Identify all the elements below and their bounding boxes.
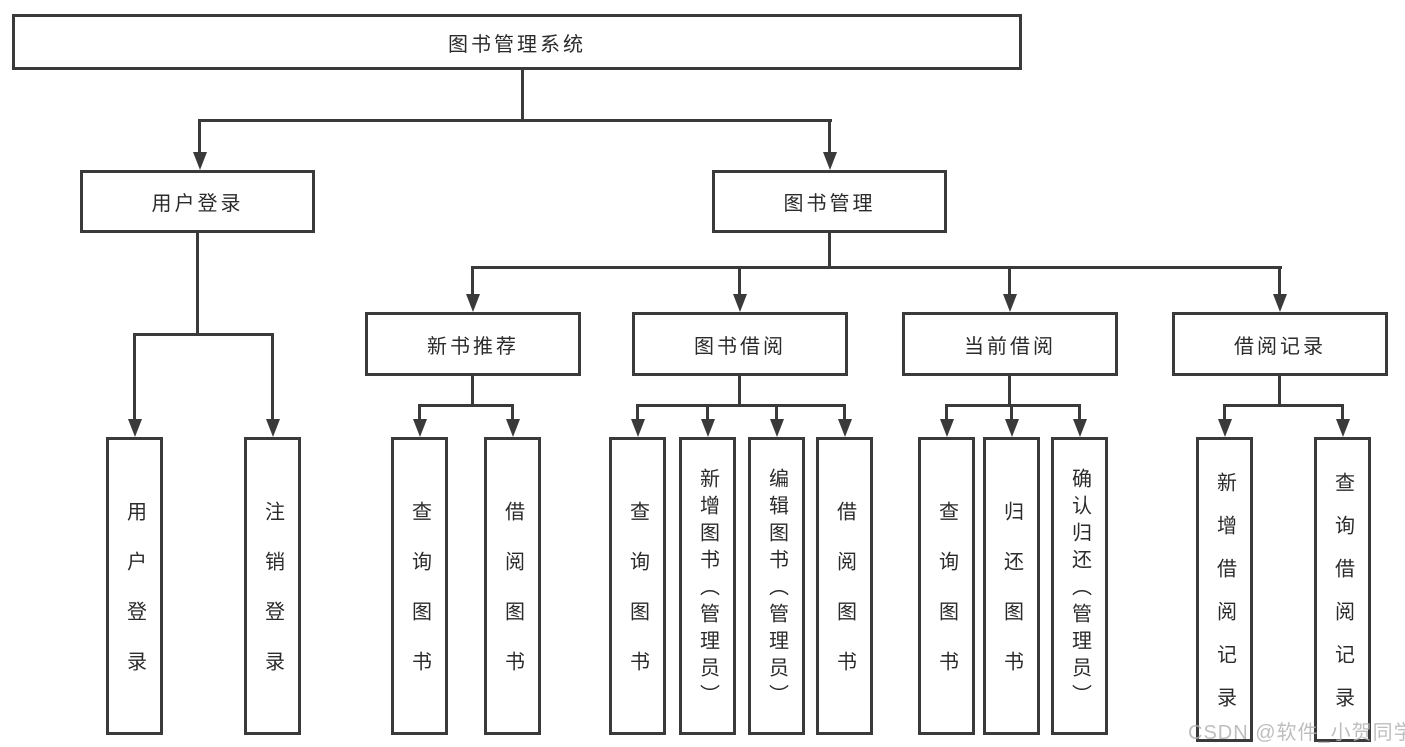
- leaf-label: 查询图书: [626, 501, 649, 701]
- leaf-borrow-books-recommend: 借阅图书: [484, 437, 541, 735]
- arrow-down-icon: [631, 419, 645, 437]
- leaf-label: 用户登录: [123, 501, 146, 701]
- node-library-management-system: 图书管理系统: [12, 14, 1022, 70]
- node-label: 新书推荐: [427, 335, 519, 358]
- arrow-down-icon: [128, 419, 142, 437]
- connector-line: [1008, 376, 1011, 404]
- leaf-user-login: 用户登录: [106, 437, 163, 735]
- node-current-borrowing: 当前借阅: [902, 312, 1118, 376]
- leaf-label: 查询借阅记录: [1331, 472, 1354, 730]
- node-label: 图书管理系统: [448, 33, 586, 56]
- leaf-label: 归还图书: [1000, 501, 1023, 701]
- node-label: 图书借阅: [694, 335, 786, 358]
- node-new-book-recommendation: 新书推荐: [365, 312, 581, 376]
- leaf-label: 新增借阅记录: [1213, 472, 1236, 730]
- connector-line: [198, 119, 201, 155]
- leaf-label: 查询图书: [408, 501, 431, 701]
- leaf-search-borrow-record: 查询借阅记录: [1314, 437, 1371, 742]
- arrow-down-icon: [733, 294, 747, 312]
- node-book-management: 图书管理: [712, 170, 947, 233]
- node-borrowing-records: 借阅记录: [1172, 312, 1388, 376]
- node-book-borrowing: 图书借阅: [632, 312, 848, 376]
- arrow-down-icon: [1073, 419, 1087, 437]
- arrow-down-icon: [506, 419, 520, 437]
- leaf-search-books-borrowing: 查询图书: [609, 437, 666, 735]
- connector-line: [1008, 266, 1011, 294]
- connector-line: [471, 266, 1282, 269]
- leaf-edit-book-admin: 编辑图书（管理员）: [748, 437, 805, 735]
- arrow-down-icon: [838, 419, 852, 437]
- connector-line: [133, 333, 136, 419]
- connector-line: [1223, 404, 1226, 419]
- node-label: 当前借阅: [964, 335, 1056, 358]
- connector-line: [198, 119, 832, 122]
- connector-line: [418, 404, 421, 419]
- connector-line: [828, 233, 831, 266]
- connector-line: [1223, 404, 1344, 407]
- leaf-add-borrow-record: 新增借阅记录: [1196, 437, 1253, 742]
- arrow-down-icon: [193, 152, 207, 170]
- connector-line: [1341, 404, 1344, 419]
- arrow-down-icon: [1218, 419, 1232, 437]
- arrow-down-icon: [1003, 294, 1017, 312]
- leaf-search-books-recommend: 查询图书: [391, 437, 448, 735]
- connector-line: [133, 333, 274, 336]
- connector-line: [843, 404, 846, 419]
- leaf-label: 借阅图书: [833, 501, 856, 701]
- leaf-label: 查询图书: [935, 501, 958, 701]
- leaf-label: 新增图书（管理员）: [696, 468, 719, 711]
- node-label: 用户登录: [151, 193, 244, 215]
- connector-line: [471, 376, 474, 404]
- leaf-confirm-return-admin: 确认归还（管理员）: [1051, 437, 1108, 735]
- node-label: 图书管理: [783, 193, 876, 215]
- leaf-return-books: 归还图书: [983, 437, 1040, 735]
- connector-line: [418, 404, 514, 407]
- connector-line: [1278, 266, 1281, 294]
- watermark-csdn: CSDN @软件_小贺同学: [1188, 722, 1405, 744]
- connector-line: [945, 404, 948, 419]
- arrow-down-icon: [1273, 294, 1287, 312]
- leaf-label: 借阅图书: [501, 501, 524, 701]
- arrow-down-icon: [1336, 419, 1350, 437]
- connector-line: [738, 266, 741, 294]
- connector-line: [521, 70, 524, 119]
- connector-line: [271, 333, 274, 419]
- connector-line: [1010, 404, 1013, 419]
- node-label: 借阅记录: [1234, 335, 1326, 358]
- arrow-down-icon: [266, 419, 280, 437]
- connector-line: [1078, 404, 1081, 419]
- connector-line: [828, 119, 831, 155]
- leaf-borrow-books-borrowing: 借阅图书: [816, 437, 873, 735]
- connector-line: [775, 404, 778, 419]
- leaf-add-book-admin: 新增图书（管理员）: [679, 437, 736, 735]
- connector-line: [511, 404, 514, 419]
- connector-line: [738, 376, 741, 404]
- connector-line: [471, 266, 474, 294]
- leaf-label: 编辑图书（管理员）: [765, 468, 788, 711]
- connector-line: [196, 233, 199, 333]
- node-user-login: 用户登录: [80, 170, 315, 233]
- leaf-label: 确认归还（管理员）: [1068, 468, 1091, 711]
- connector-line: [636, 404, 846, 407]
- arrow-down-icon: [1005, 419, 1019, 437]
- leaf-logout: 注销登录: [244, 437, 301, 735]
- leaf-label: 注销登录: [261, 501, 284, 701]
- arrow-down-icon: [823, 152, 837, 170]
- connector-line: [1278, 376, 1281, 404]
- arrow-down-icon: [466, 294, 480, 312]
- arrow-down-icon: [940, 419, 954, 437]
- connector-line: [945, 404, 1081, 407]
- connector-line: [636, 404, 639, 419]
- connector-line: [706, 404, 709, 419]
- arrow-down-icon: [701, 419, 715, 437]
- leaf-search-books-current: 查询图书: [918, 437, 975, 735]
- arrow-down-icon: [770, 419, 784, 437]
- arrow-down-icon: [413, 419, 427, 437]
